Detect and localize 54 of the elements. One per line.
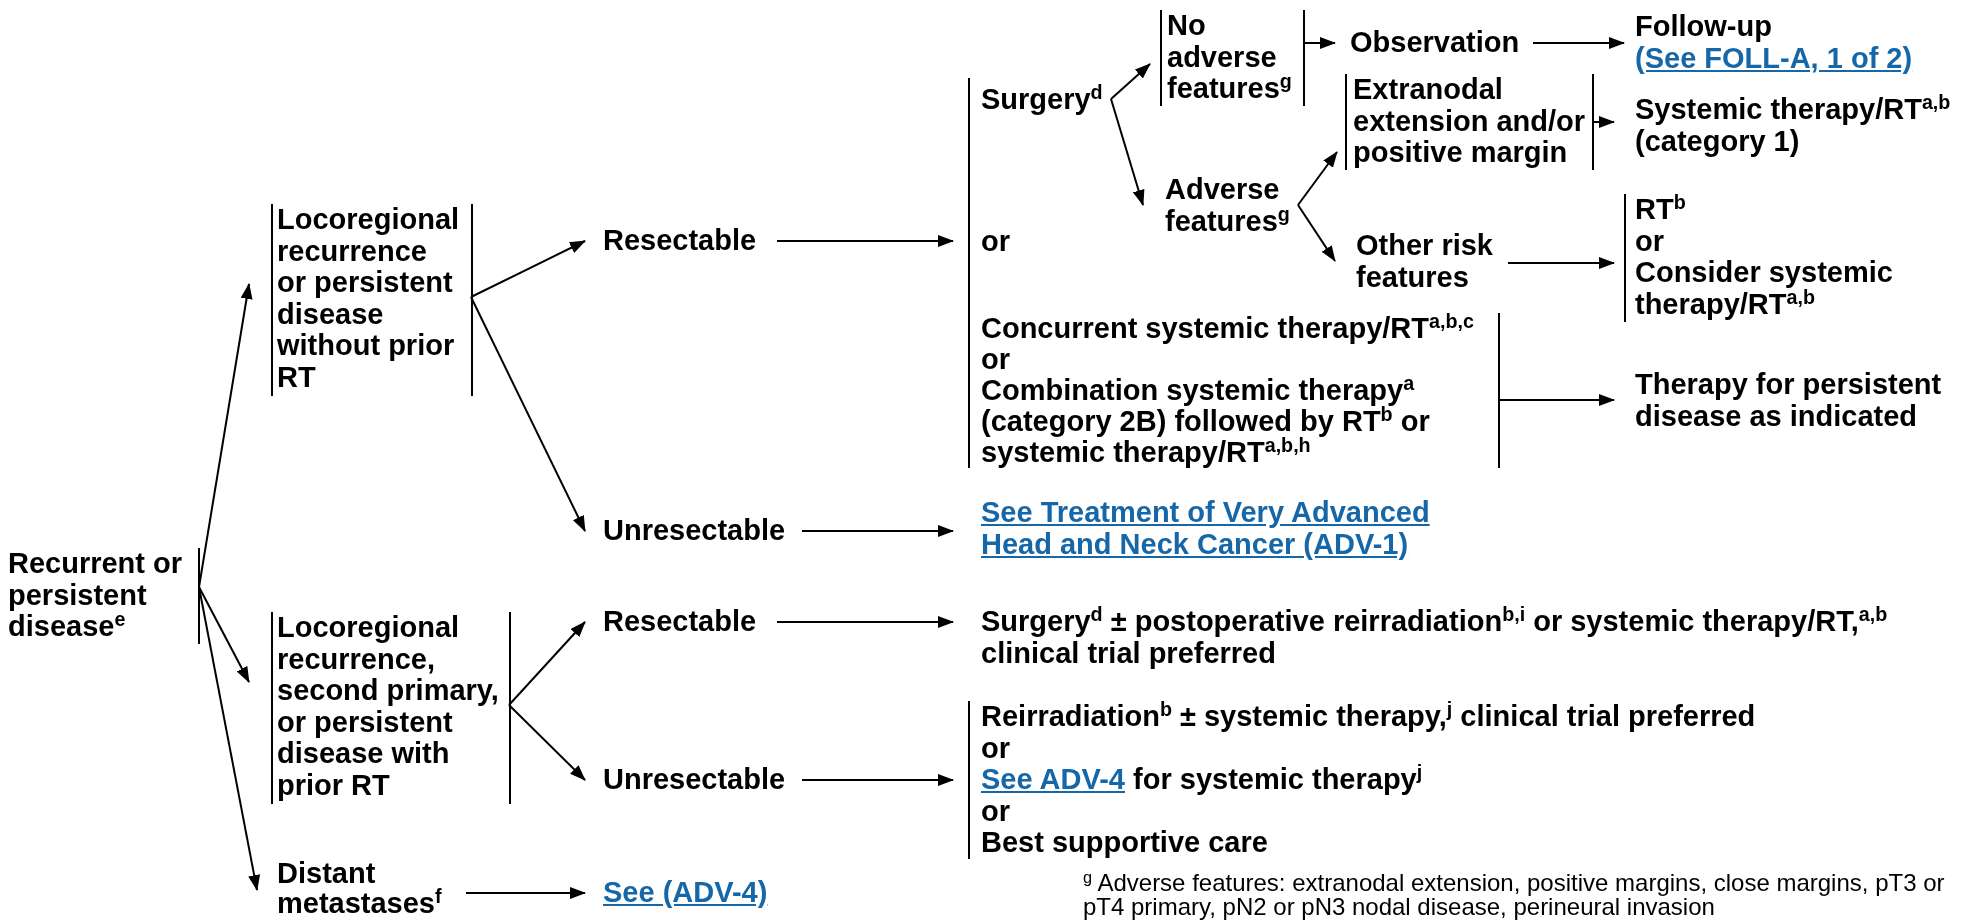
flow-text: Concurrent systemic therapy/RT$^{a,b,c}$ xyxy=(981,312,1474,344)
arrow xyxy=(1297,151,1338,206)
arrow xyxy=(198,586,250,683)
flow-text: Surgery$^{d}$ ± postoperative reirradiation$^{b,i}$ or systemic therapy/RT,$^{a,b}$ clinical trial preferred xyxy=(981,605,1888,669)
flow-text: Locoregional recurrence, second primary, or persistent disease with prior RT xyxy=(277,611,499,801)
flow-text: or xyxy=(981,343,1010,375)
arrow xyxy=(1297,204,1336,262)
arrow xyxy=(1532,37,1625,49)
flow-text: Observation xyxy=(1350,26,1520,58)
flow-text: or xyxy=(981,225,1010,257)
flow-text: or xyxy=(1635,224,1664,257)
arrow xyxy=(1304,37,1336,49)
flow-text: Best supportive care xyxy=(981,826,1268,858)
arrow xyxy=(465,887,586,899)
arrow xyxy=(1499,394,1615,406)
arrow xyxy=(801,525,954,537)
arrow xyxy=(470,240,586,298)
flow-text: Therapy for persistent disease as indicated xyxy=(1635,368,1942,432)
flow-text: Consider systemic therapy/RT$^{a,b}$ xyxy=(1635,256,1893,320)
flow-text: Resectable xyxy=(603,224,757,256)
arrow xyxy=(1593,116,1615,128)
footnote: $^{g}$ Adverse features: extranodal extension, positive margins, close margins, pT3 or pT4 primary, pN2 or pN3 nodal disease, perineural invasion xyxy=(1083,871,1946,919)
flow-text: or xyxy=(981,794,1010,827)
flow-text: Unresectable xyxy=(603,514,786,546)
arrow xyxy=(470,296,586,532)
link: (See FOLL-A, 1 of 2) xyxy=(1635,41,1913,74)
flow-text: Follow-up xyxy=(1635,10,1772,42)
flow-text: Locoregional recurrence or persistent disease without prior RT xyxy=(277,203,460,393)
flow-text: Adverse features$^{g}$ xyxy=(1165,173,1290,237)
flow-text: or xyxy=(981,731,1010,764)
link: See ADV-4 xyxy=(981,763,1125,795)
flow-text: for systemic therapy$^{j}$ xyxy=(1133,763,1423,795)
flow-text: RT$^{b}$ xyxy=(1635,193,1686,225)
flow-text: Unresectable xyxy=(603,763,786,795)
flow-text: Surgery$^{d}$ xyxy=(981,83,1103,115)
flow-text: Resectable xyxy=(603,605,757,637)
flow-text: Recurrent or persistent disease$^{e}$ xyxy=(8,547,183,642)
arrow xyxy=(508,621,586,706)
arrow xyxy=(801,774,954,786)
arrow xyxy=(1110,63,1151,100)
flow-text: No adverse features$^{g}$ xyxy=(1167,9,1292,104)
arrow xyxy=(508,704,586,781)
flow-text: Distant metastases$^{f}$ xyxy=(277,857,442,919)
arrow xyxy=(1110,98,1145,206)
flow-text: Extranodal extension and/or positive margin xyxy=(1353,73,1586,168)
link: See (ADV-4) xyxy=(603,876,768,908)
flow-text: Systemic therapy/RT$^{a,b}$ (category 1) xyxy=(1635,93,1951,157)
arrow xyxy=(1507,257,1615,269)
link: See Treatment of Very Advanced Head and Neck Cancer (ADV-1) xyxy=(981,496,1430,560)
flow-text: Other risk features xyxy=(1356,229,1493,293)
arrow xyxy=(776,616,954,628)
flow-text: Reirradiation$^{b}$ ± systemic therapy,$^{j}$ clinical trial preferred xyxy=(981,700,1756,732)
flow-text: Combination systemic therapy$^{a}$ (category 2B) followed by RT$^{b}$ or systemic therapy/RT$^{a,b,h}$ xyxy=(981,374,1430,468)
arrow xyxy=(776,235,954,247)
